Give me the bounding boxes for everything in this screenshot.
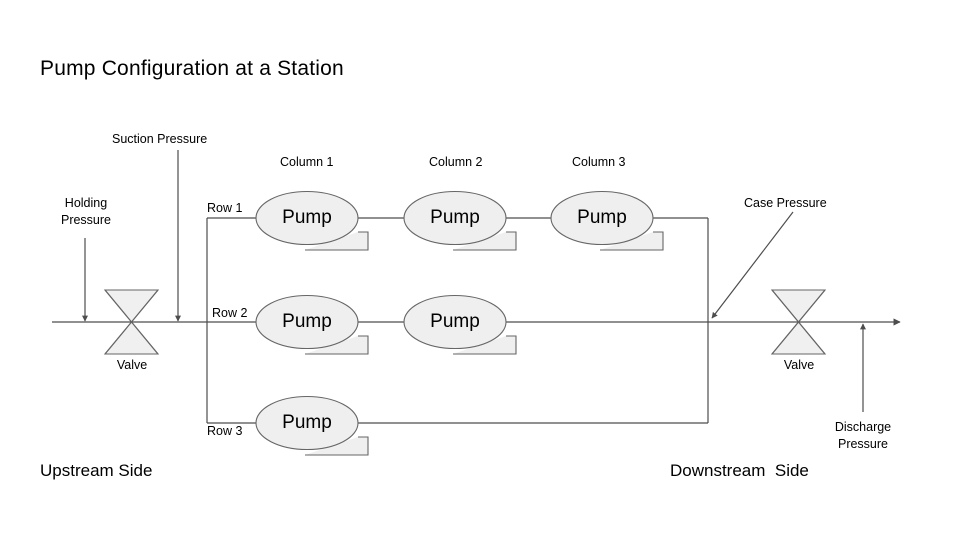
discharge-pressure-label-line2: Pressure xyxy=(837,437,889,451)
page-title: Pump Configuration at a Station xyxy=(40,57,344,80)
column-header-1: Column 1 xyxy=(280,155,334,169)
case-pressure-label: Case Pressure xyxy=(744,196,827,210)
pump-r2c1-label: Pump xyxy=(282,311,332,332)
case-pressure-arrow xyxy=(711,211,794,319)
column-header-2: Column 2 xyxy=(429,155,483,169)
valve-upstream-label: Valve xyxy=(116,358,148,372)
valve-upstream-symbol[interactable] xyxy=(103,289,160,355)
pump-r2c2-label: Pump xyxy=(430,311,480,332)
pump-r3c1[interactable] xyxy=(255,395,369,456)
row-label-1: Row 1 xyxy=(207,201,243,215)
holding-pressure-label-line1: Holding xyxy=(64,196,108,210)
row-label-2: Row 2 xyxy=(212,306,248,320)
column-header-3: Column 3 xyxy=(572,155,626,169)
discharge-pressure-label-line1: Discharge xyxy=(834,420,892,434)
valve-downstream-symbol[interactable] xyxy=(770,289,827,355)
upstream-side-label: Upstream Side xyxy=(40,461,153,480)
pump-r2c2[interactable] xyxy=(403,294,517,355)
pump-r3c1-label: Pump xyxy=(282,412,332,433)
row-label-3: Row 3 xyxy=(207,424,243,438)
holding-pressure-label-line2: Pressure xyxy=(60,213,112,227)
pump-r1c3-label: Pump xyxy=(577,207,627,228)
downstream-side-label: Downstream Side xyxy=(670,461,809,480)
suction-pressure-label: Suction Pressure xyxy=(112,132,208,146)
pump-r1c2-label: Pump xyxy=(430,207,480,228)
pump-r1c1-label: Pump xyxy=(282,207,332,228)
pump-r1c3[interactable] xyxy=(550,190,664,251)
pump-r1c1[interactable] xyxy=(255,190,369,251)
valve-downstream-label: Valve xyxy=(783,358,815,372)
pump-r1c2[interactable] xyxy=(403,190,517,251)
pump-r2c1[interactable] xyxy=(255,294,369,355)
